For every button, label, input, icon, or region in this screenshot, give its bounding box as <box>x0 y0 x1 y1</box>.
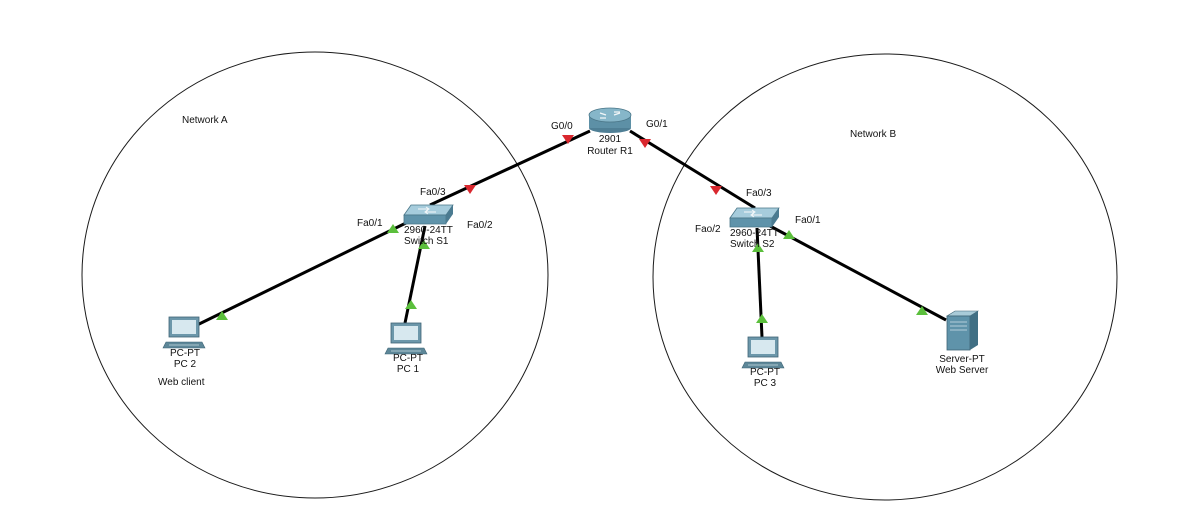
pc-2[interactable]: PC-PT PC 2 <box>162 316 206 370</box>
pc-icon <box>741 336 785 369</box>
link-s2-server[interactable] <box>769 224 947 322</box>
switch-s2-model: 2960-24TT <box>730 228 779 239</box>
pc-icon <box>162 316 206 349</box>
status-down-s1-fa0-3 <box>464 185 476 194</box>
server-name: Web Server <box>936 365 989 376</box>
link-status-markers <box>216 135 928 323</box>
port-label-s1-fa0-3: Fa0/3 <box>420 187 446 198</box>
switch-icon <box>729 207 780 228</box>
pc-3[interactable]: PC-PT PC 3 <box>741 336 785 389</box>
server-icon <box>945 310 980 351</box>
router-r1[interactable]: 2901 Router R1 <box>587 107 633 157</box>
status-up-pc1 <box>405 300 417 309</box>
link-r1-s1[interactable] <box>429 129 591 207</box>
links <box>194 129 947 338</box>
status-up-s2-fa0-2 <box>752 243 764 252</box>
pc-1-name: PC 1 <box>397 364 420 375</box>
router-name: Router R1 <box>587 146 633 157</box>
status-up-pc2 <box>216 311 228 320</box>
status-down-g0-1 <box>639 139 651 148</box>
port-label-router-g0-1: G0/1 <box>646 119 668 130</box>
status-down-g0-0 <box>562 135 574 144</box>
switch-icon <box>403 204 454 225</box>
pc-3-type: PC-PT <box>750 367 780 378</box>
port-label-s2-fao-2: Fao/2 <box>695 224 721 235</box>
network-a-boundary <box>81 51 549 499</box>
port-label-s2-fa0-3: Fa0/3 <box>746 188 772 199</box>
web-server[interactable]: Server-PT Web Server <box>936 310 989 376</box>
web-client-label: Web client <box>158 377 205 388</box>
port-label-s2-fa0-1: Fa0/1 <box>795 215 821 226</box>
link-s1-pc2[interactable] <box>194 220 409 328</box>
network-a-label: Network A <box>182 115 228 126</box>
network-b-label: Network B <box>850 129 896 140</box>
switch-s1-name: Switch S1 <box>404 236 449 247</box>
pc-2-type: PC-PT <box>170 348 200 359</box>
port-label-router-g0-0: G0/0 <box>551 121 573 132</box>
status-up-s1-fa0-1 <box>387 224 399 233</box>
switch-s2-name: Switch S2 <box>730 239 775 250</box>
pc-2-name: PC 2 <box>174 359 197 370</box>
pc-1-type: PC-PT <box>393 353 423 364</box>
switch-s2[interactable]: 2960-24TT Switch S2 <box>729 207 780 250</box>
pc-3-name: PC 3 <box>754 378 777 389</box>
port-label-s1-fa0-1: Fa0/1 <box>357 218 383 229</box>
link-r1-s2[interactable] <box>629 129 756 210</box>
switch-s1[interactable]: 2960-24TT Switch S1 <box>403 204 454 247</box>
network-b-boundary <box>652 53 1118 501</box>
status-up-s1-fa0-2 <box>418 240 430 249</box>
status-up-s2-fa0-1 <box>783 230 795 239</box>
router-model: 2901 <box>599 134 622 145</box>
status-up-server <box>916 306 928 315</box>
status-down-s2-fa0-3 <box>710 186 722 195</box>
pc-1[interactable]: PC-PT PC 1 <box>384 322 428 375</box>
port-label-s1-fa0-2: Fa0/2 <box>467 220 493 231</box>
status-up-pc3 <box>756 314 768 323</box>
pc-icon <box>384 322 428 355</box>
switch-s1-model: 2960-24TT <box>404 225 453 236</box>
router-icon <box>588 107 632 133</box>
server-type: Server-PT <box>939 354 985 365</box>
